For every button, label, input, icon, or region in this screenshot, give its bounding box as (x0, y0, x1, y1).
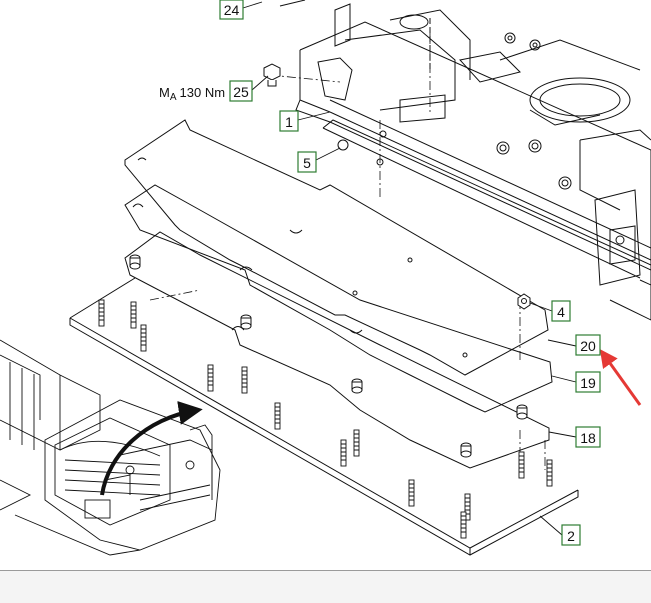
svg-text:20: 20 (580, 338, 596, 354)
gasket-20 (124, 119, 549, 376)
svg-text:24: 24 (224, 2, 240, 18)
sheet-18 (124, 231, 550, 469)
gasket-19 (124, 184, 553, 413)
standoff (460, 442, 472, 458)
stud (460, 511, 467, 539)
base-plate-2 (69, 277, 579, 556)
nut-4 (517, 293, 531, 310)
annotation-arrow (599, 349, 642, 406)
threaded-studs (98, 299, 553, 539)
callout-18: 18 (575, 426, 601, 448)
stud (518, 451, 525, 479)
svg-text:5: 5 (303, 155, 311, 171)
stud (408, 479, 415, 507)
svg-text:1: 1 (285, 114, 293, 130)
stud (130, 301, 137, 329)
callout-2: 2 (561, 524, 581, 546)
stud (340, 439, 347, 467)
standoff (240, 314, 252, 330)
stud (98, 299, 105, 327)
bolt-25 (263, 63, 281, 87)
bottom-strip (0, 570, 651, 603)
svg-text:18: 18 (580, 430, 596, 446)
stud (274, 402, 281, 430)
standoff (351, 378, 363, 394)
curved-arrow (100, 401, 203, 496)
callout-25: 25 (229, 80, 253, 102)
stud (207, 364, 214, 392)
plate-5 (322, 119, 651, 286)
standoff (129, 254, 141, 270)
callout-20: 20 (575, 334, 601, 356)
stud (140, 324, 147, 352)
stud (353, 429, 360, 457)
standoffs (129, 254, 528, 458)
leader-lines (242, 1, 577, 536)
svg-text:25: 25 (233, 84, 249, 100)
frame-assembly (279, 0, 651, 321)
svg-text:19: 19 (580, 375, 596, 391)
stud (464, 493, 471, 521)
callout-24: 24 (219, 0, 244, 20)
stud (546, 459, 553, 487)
standoff (516, 404, 528, 420)
stud (241, 366, 248, 394)
svg-text:2: 2 (567, 528, 575, 544)
callout-1: 1 (279, 110, 299, 132)
inset-machine-sketch (0, 339, 221, 556)
callout-19: 19 (575, 371, 601, 393)
callout-4: 4 (551, 300, 571, 322)
svg-text:4: 4 (557, 304, 565, 320)
callout-5: 5 (297, 151, 317, 173)
